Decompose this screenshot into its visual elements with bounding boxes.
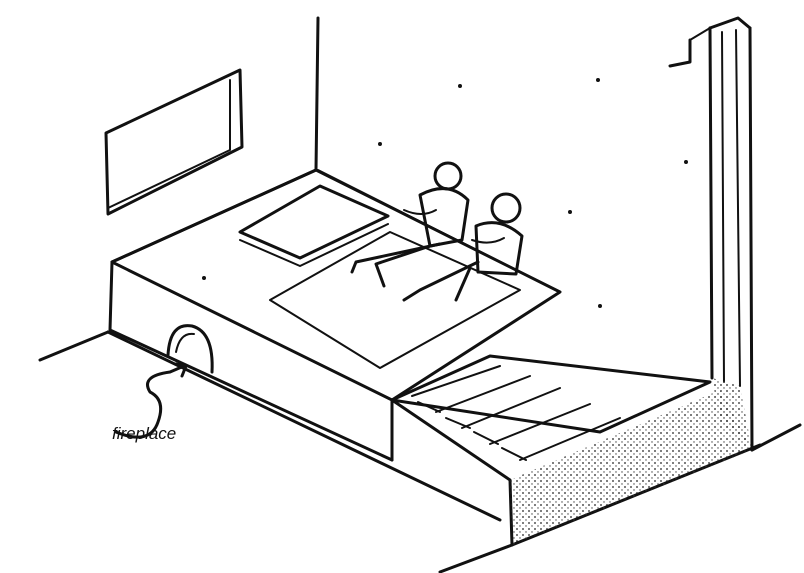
window <box>106 70 242 214</box>
wall-specks <box>202 78 688 308</box>
floor-mat <box>240 186 388 266</box>
fireplace-label: fireplace <box>112 424 176 444</box>
stippled-fill <box>510 378 752 545</box>
chimney-flue <box>670 18 750 386</box>
